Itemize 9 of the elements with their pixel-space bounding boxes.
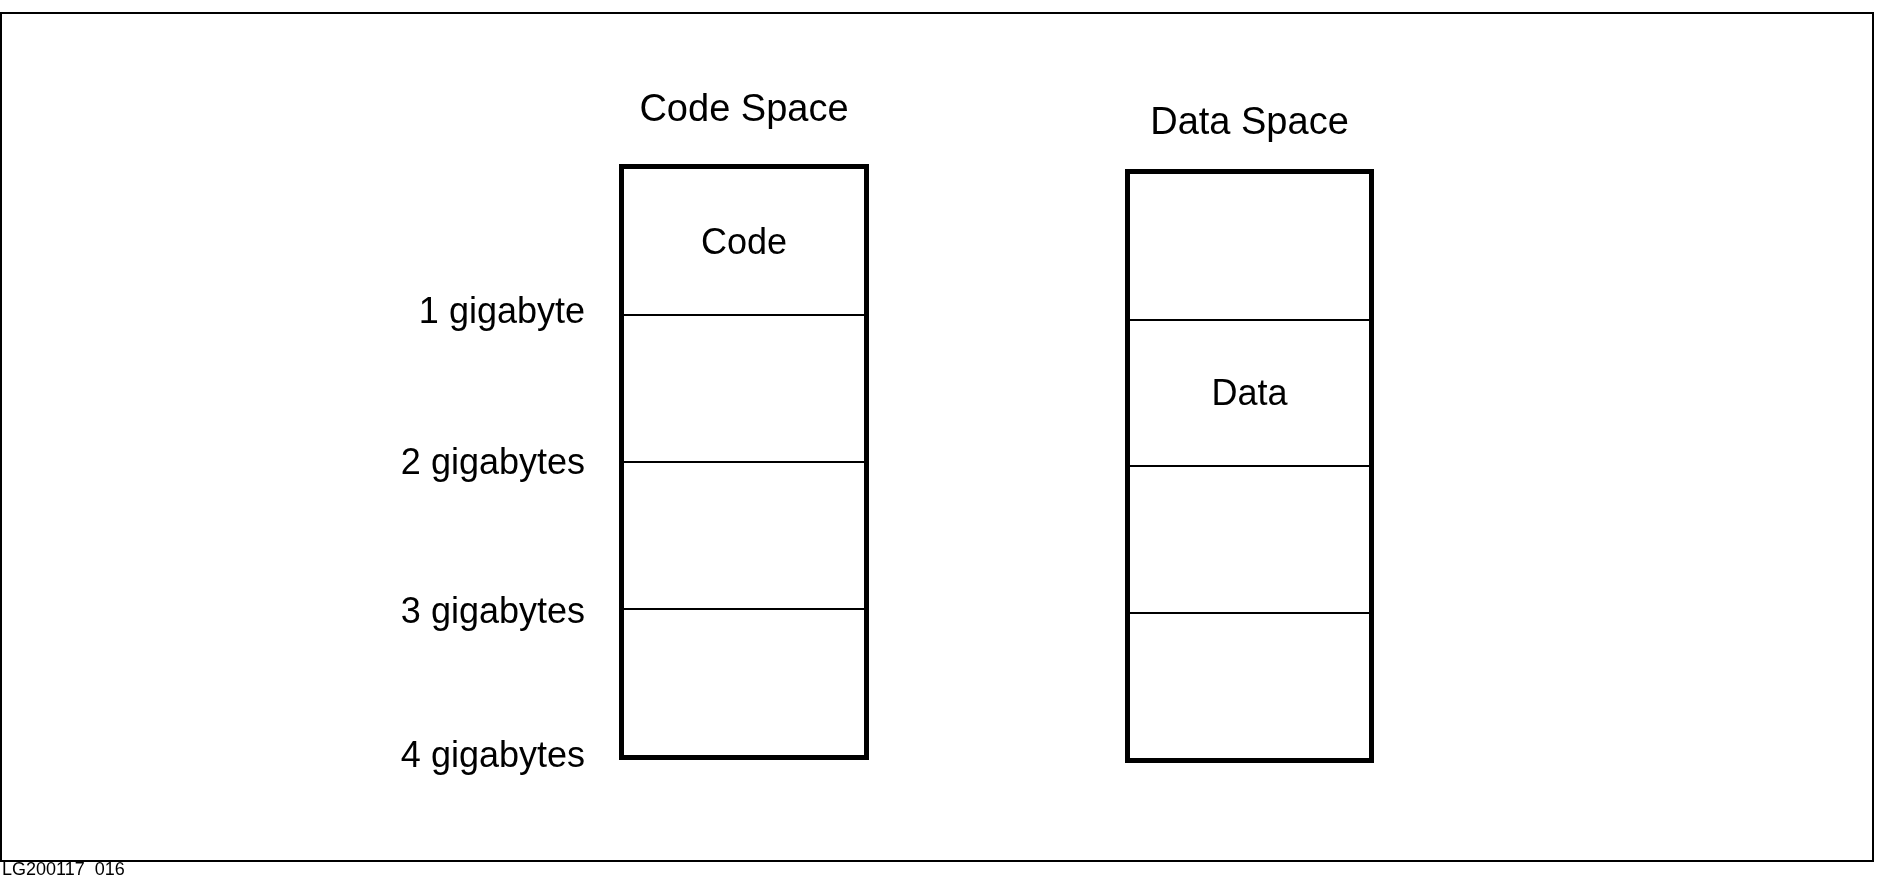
column-heading: Code Space: [638, 89, 850, 127]
segment-label: Data: [1211, 374, 1288, 411]
address-label: 3 gigabytes: [400, 593, 585, 629]
column-heading: Data Space: [1149, 102, 1350, 140]
figure-id: LG200117_016: [2, 860, 125, 877]
address-label: 1 gigabyte: [418, 293, 585, 329]
address-label: 4 gigabytes: [400, 737, 585, 773]
address-label: 2 gigabytes: [400, 444, 585, 480]
segment-label: Code: [700, 223, 788, 260]
